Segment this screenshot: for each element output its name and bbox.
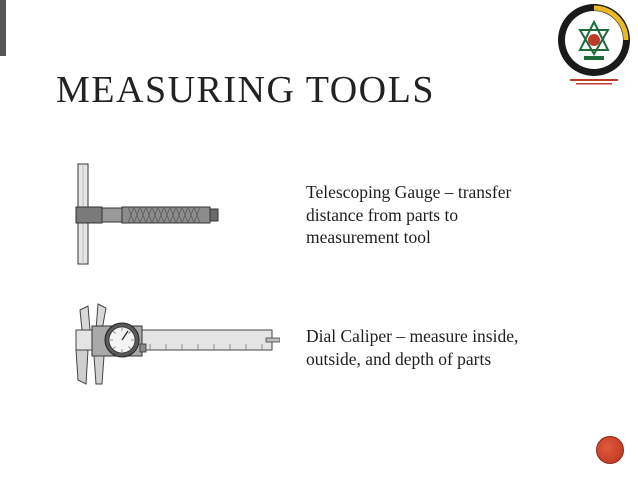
- description-line: Telescoping Gauge – transfer: [306, 182, 512, 202]
- university-seal-logo: [558, 4, 630, 76]
- dial-caliper-icon: [75, 303, 280, 385]
- description-line: measurement tool: [306, 227, 431, 247]
- description-line: outside, and depth of parts: [306, 348, 492, 369]
- telescoping-gauge-icon: [75, 163, 219, 265]
- corner-decoration: [0, 0, 6, 56]
- seal-caption-mark: [570, 79, 618, 85]
- slide-title: MEASURING TOOLS: [56, 69, 435, 111]
- dial-caliper-description: Dial Caliper – measure inside, outside, …: [306, 325, 518, 370]
- telescoping-gauge-description: Telescoping Gauge – transfer distance fr…: [306, 181, 511, 249]
- description-line: Dial Caliper – measure inside,: [306, 326, 519, 346]
- description-line: distance from parts to: [306, 204, 459, 225]
- slide-number-badge: [596, 436, 624, 464]
